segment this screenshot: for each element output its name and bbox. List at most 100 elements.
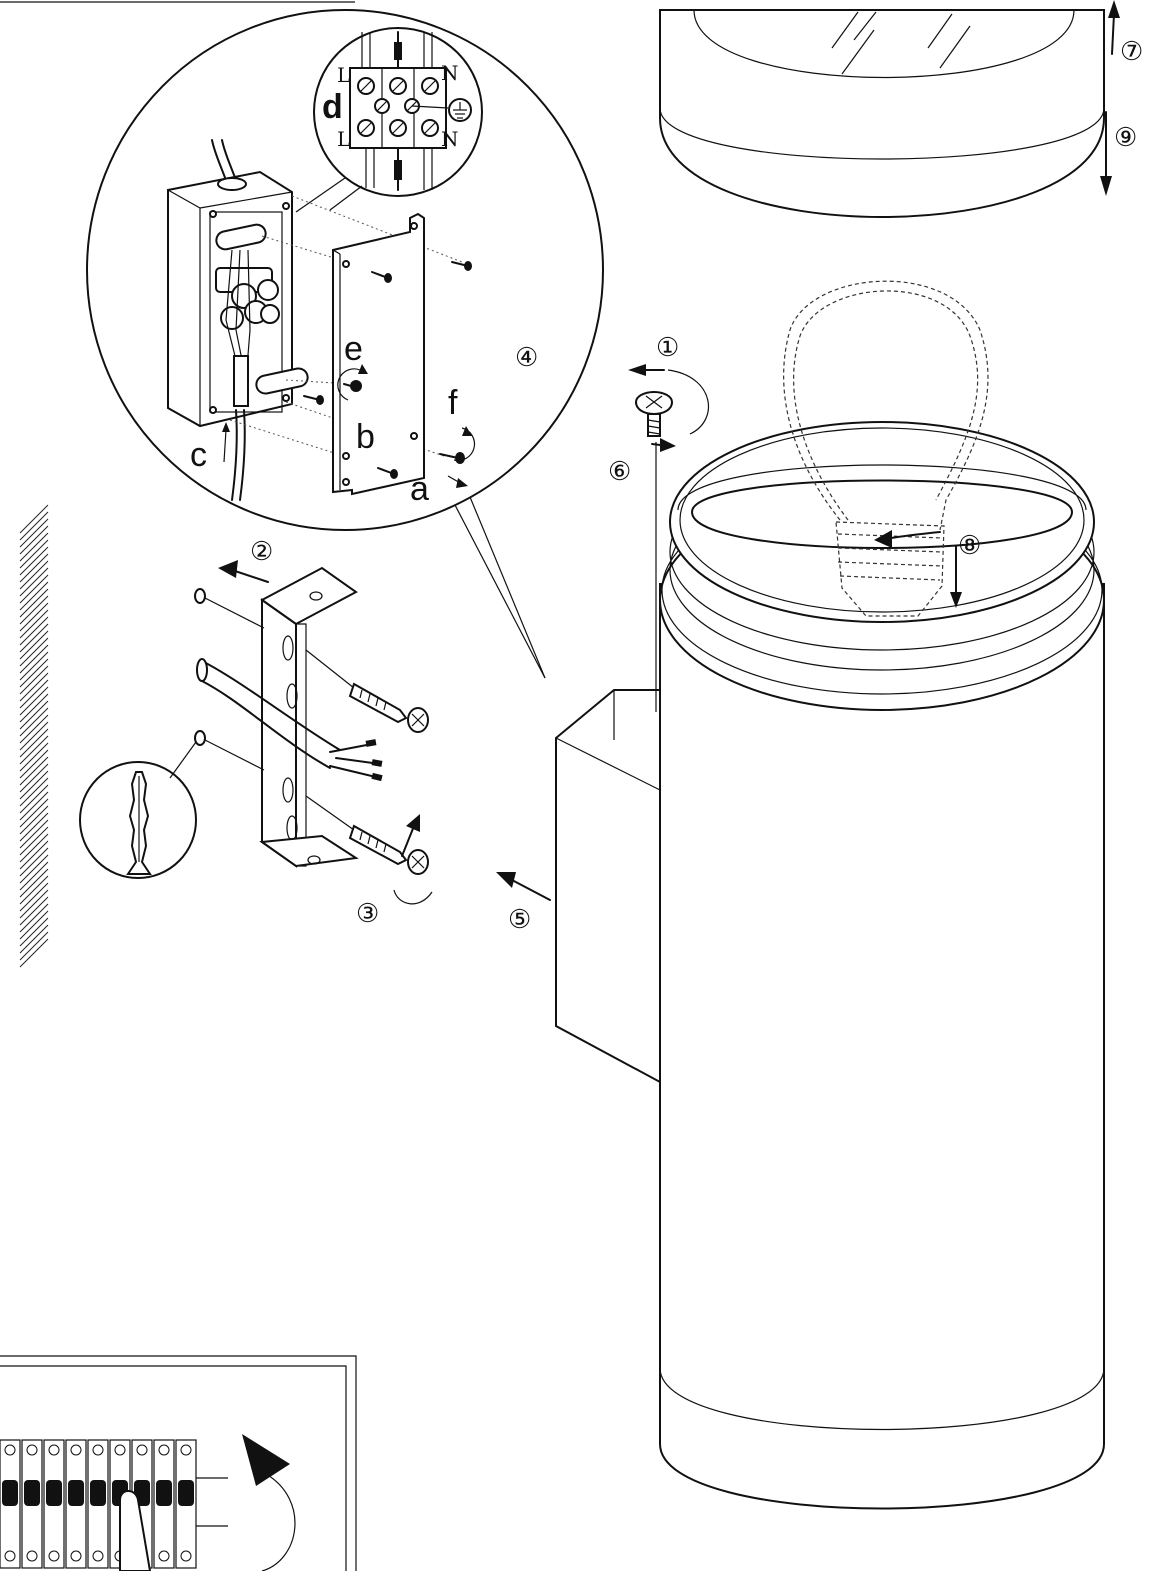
hatch-line bbox=[19, 896, 49, 926]
hatch-line bbox=[19, 588, 49, 618]
breaker-screw bbox=[158, 1550, 170, 1562]
plate-screws bbox=[303, 261, 472, 479]
hatch-line bbox=[19, 763, 49, 793]
hatch-line bbox=[19, 861, 49, 891]
cover-plate bbox=[332, 212, 425, 496]
hatch-line bbox=[19, 546, 49, 576]
breaker-screw bbox=[114, 1444, 126, 1456]
hatch-line bbox=[19, 700, 49, 730]
hatch-line bbox=[19, 910, 49, 940]
hatch-line bbox=[19, 518, 49, 548]
breaker-toggle bbox=[68, 1480, 84, 1506]
light-bulb-icon bbox=[783, 280, 989, 617]
terminal-label-neutral-top: N bbox=[441, 61, 459, 85]
hatch-line bbox=[19, 742, 49, 772]
breaker-toggle bbox=[156, 1480, 172, 1506]
hatch-line bbox=[19, 840, 49, 870]
hatch-line bbox=[19, 770, 49, 800]
wall-plug-icon bbox=[79, 741, 197, 879]
label-a: a bbox=[410, 470, 429, 508]
step-6-label: ⑥ bbox=[608, 457, 631, 487]
step-2-label: ② bbox=[250, 537, 273, 567]
junction-box: c bbox=[167, 139, 309, 501]
hatch-line bbox=[19, 630, 49, 660]
fixing-screw bbox=[628, 364, 710, 712]
hatch-line bbox=[19, 525, 49, 555]
terminal-label-live-top: L bbox=[337, 63, 350, 87]
hatch-line bbox=[19, 644, 49, 674]
breaker-screw bbox=[158, 1444, 170, 1456]
hatch-line bbox=[19, 567, 49, 597]
hatch-line bbox=[19, 511, 49, 541]
breaker-toggle bbox=[46, 1480, 62, 1506]
terminal-label-neutral-bottom: N bbox=[441, 127, 459, 151]
label-d: d bbox=[322, 88, 343, 126]
step-5-label: ⑤ bbox=[508, 905, 531, 935]
breaker-screw bbox=[180, 1444, 192, 1456]
screw-icon bbox=[439, 452, 465, 464]
hatch-line bbox=[19, 672, 49, 702]
hatch-line bbox=[19, 784, 49, 814]
breaker-toggle bbox=[24, 1480, 40, 1506]
hatch-line bbox=[19, 539, 49, 569]
hatch-line bbox=[19, 616, 49, 646]
detail-circle bbox=[86, 9, 604, 679]
hatch-line bbox=[19, 735, 49, 765]
glass-cover bbox=[659, 9, 1105, 218]
screw-icon bbox=[305, 649, 429, 733]
hatch-line bbox=[19, 504, 49, 534]
earth-ground-icon bbox=[411, 98, 472, 122]
hatch-line bbox=[19, 581, 49, 611]
step-8-label: ⑧ bbox=[958, 531, 981, 561]
hatch-line bbox=[19, 805, 49, 835]
hatch-line bbox=[19, 665, 49, 695]
terminal-label-live-bottom: L bbox=[337, 127, 350, 151]
label-c: c bbox=[190, 436, 207, 474]
step-4-label: ④ bbox=[515, 343, 538, 373]
breaker-screw bbox=[26, 1444, 38, 1456]
breaker-screw bbox=[70, 1550, 82, 1562]
breaker-screw bbox=[70, 1444, 82, 1456]
hatch-line bbox=[19, 819, 49, 849]
screw-icon bbox=[305, 795, 429, 875]
breaker-toggle bbox=[178, 1480, 194, 1506]
breaker-screw bbox=[26, 1550, 38, 1562]
hatch-line bbox=[19, 679, 49, 709]
breaker-screw bbox=[92, 1444, 104, 1456]
label-b: b bbox=[356, 418, 375, 456]
hatch-line bbox=[19, 658, 49, 688]
step-1-label: ① bbox=[656, 333, 679, 363]
step-7-arrow bbox=[1108, 0, 1120, 55]
screw-icon bbox=[303, 395, 324, 405]
lamp-fixture bbox=[555, 421, 1105, 1510]
hatch-line bbox=[19, 938, 49, 968]
hatch-line bbox=[19, 560, 49, 590]
breaker-toggle bbox=[90, 1480, 106, 1506]
hatch-line bbox=[19, 553, 49, 583]
breaker-screw bbox=[180, 1550, 192, 1562]
screw-icon bbox=[635, 391, 673, 437]
hatch-line bbox=[19, 707, 49, 737]
hatch-line bbox=[19, 889, 49, 919]
hatch-line bbox=[19, 854, 49, 884]
hatch-line bbox=[19, 868, 49, 898]
screw-icon bbox=[371, 271, 392, 283]
hatch-line bbox=[19, 609, 49, 639]
step-8-arrow bbox=[950, 545, 962, 608]
label-f: f bbox=[448, 384, 458, 422]
hatch-line bbox=[19, 798, 49, 828]
hatch-line bbox=[19, 574, 49, 604]
mounting-bracket bbox=[194, 566, 433, 905]
hatch-line bbox=[19, 777, 49, 807]
screw-icon bbox=[377, 467, 398, 479]
hatch-line bbox=[19, 882, 49, 912]
step-3-label: ③ bbox=[356, 899, 379, 929]
terminal-zoom: L N L N d bbox=[295, 27, 483, 213]
hatch-line bbox=[19, 637, 49, 667]
step-9-arrow bbox=[1100, 111, 1112, 196]
detail-annotations: e b f a bbox=[337, 330, 476, 508]
wall-hatch bbox=[19, 504, 49, 968]
hatch-line bbox=[19, 749, 49, 779]
hatch-line bbox=[19, 686, 49, 716]
